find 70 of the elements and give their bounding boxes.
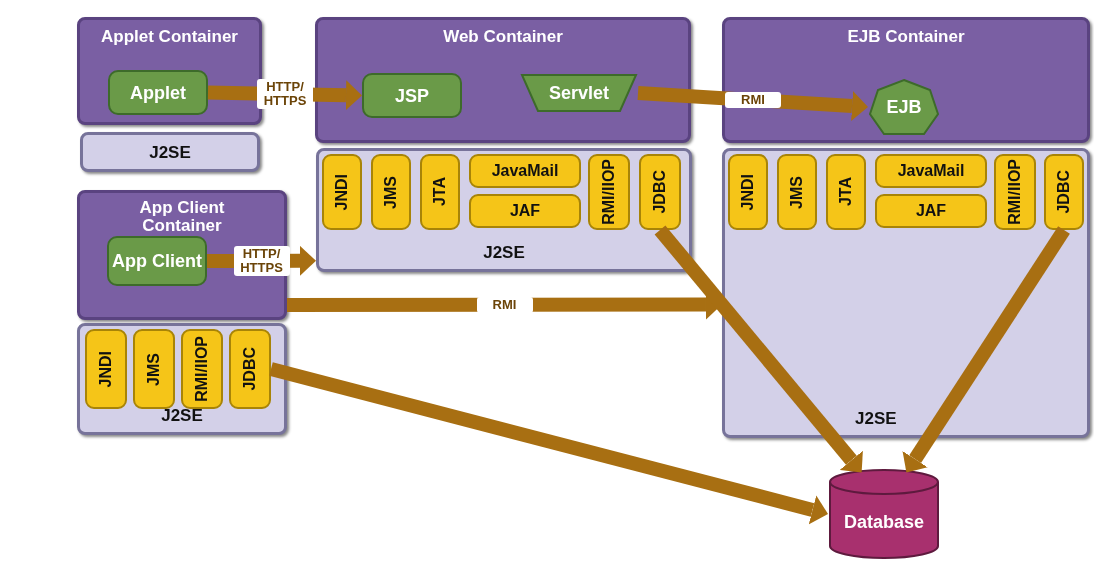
container-title: App Client Container	[138, 199, 226, 235]
arrow	[654, 225, 863, 473]
node-label: Servlet	[548, 82, 609, 104]
database-cylinder	[828, 468, 940, 560]
platform-label: J2SE	[148, 143, 192, 163]
edge-label: RMI	[476, 296, 533, 313]
api-pill	[322, 154, 362, 230]
container-title: EJB Container	[846, 28, 966, 46]
api-pill	[85, 329, 127, 409]
edge-label: HTTP/ HTTPS	[233, 245, 290, 276]
api-pill	[133, 329, 175, 409]
platform-panel	[77, 323, 287, 435]
node-label: JSP	[395, 86, 429, 105]
platform-panel	[80, 132, 260, 172]
node-label: JNDI	[333, 173, 351, 211]
arrow	[269, 362, 828, 525]
node-label: Database	[843, 511, 924, 533]
edge-label: RMI	[725, 92, 781, 108]
node-label: JavaMail	[491, 162, 559, 180]
container-box	[77, 190, 287, 320]
platform-panel	[722, 148, 1090, 438]
api-pill	[588, 154, 630, 230]
container-box	[77, 17, 262, 125]
node-label: JAF	[509, 202, 541, 220]
platform-label: J2SE	[160, 406, 204, 426]
node-label: RMI/IIOP	[600, 159, 618, 225]
container-title: Applet Container	[100, 28, 239, 46]
api-pill	[229, 329, 271, 409]
api-pill	[371, 154, 411, 230]
api-pill	[469, 154, 581, 188]
api-pill	[181, 329, 223, 409]
servlet-trapezoid	[520, 73, 638, 113]
node-label: JavaMail	[897, 162, 965, 180]
node-label: Applet	[130, 83, 186, 102]
node-label: JTA	[431, 177, 449, 207]
node-label: JMS	[788, 175, 806, 209]
ejb-heptagon	[868, 78, 940, 136]
api-pill	[777, 154, 817, 230]
platform-label: J2SE	[482, 243, 526, 263]
api-pill	[826, 154, 866, 230]
platform-panel	[316, 148, 692, 272]
node-label: JDBC	[1055, 170, 1073, 214]
node-label: JDBC	[651, 170, 669, 214]
api-pill	[875, 154, 987, 188]
api-pill	[1044, 154, 1084, 230]
api-pill	[875, 194, 987, 228]
container-title: Web Container	[442, 28, 564, 46]
node-label: JMS	[382, 175, 400, 209]
container-box	[315, 17, 691, 143]
api-pill	[639, 154, 681, 230]
api-pill	[728, 154, 768, 230]
api-pill	[469, 194, 581, 228]
component-box	[107, 236, 207, 286]
container-box	[722, 17, 1090, 143]
node-label: JDBC	[241, 347, 259, 391]
node-label: JNDI	[739, 173, 757, 211]
node-label: JMS	[145, 352, 163, 386]
node-label: JTA	[837, 177, 855, 207]
node-label: JAF	[915, 202, 947, 220]
node-label: RMI/IIOP	[1006, 159, 1024, 225]
api-pill	[420, 154, 460, 230]
node-label: EJB	[886, 96, 922, 118]
node-label: JNDI	[97, 350, 115, 388]
platform-label: J2SE	[855, 409, 897, 429]
edge-label: HTTP/ HTTPS	[257, 79, 313, 109]
node-label: App Client	[112, 252, 202, 270]
node-label: RMI/IIOP	[193, 336, 211, 402]
component-box	[362, 73, 462, 118]
component-box	[108, 70, 208, 115]
api-pill	[994, 154, 1036, 230]
